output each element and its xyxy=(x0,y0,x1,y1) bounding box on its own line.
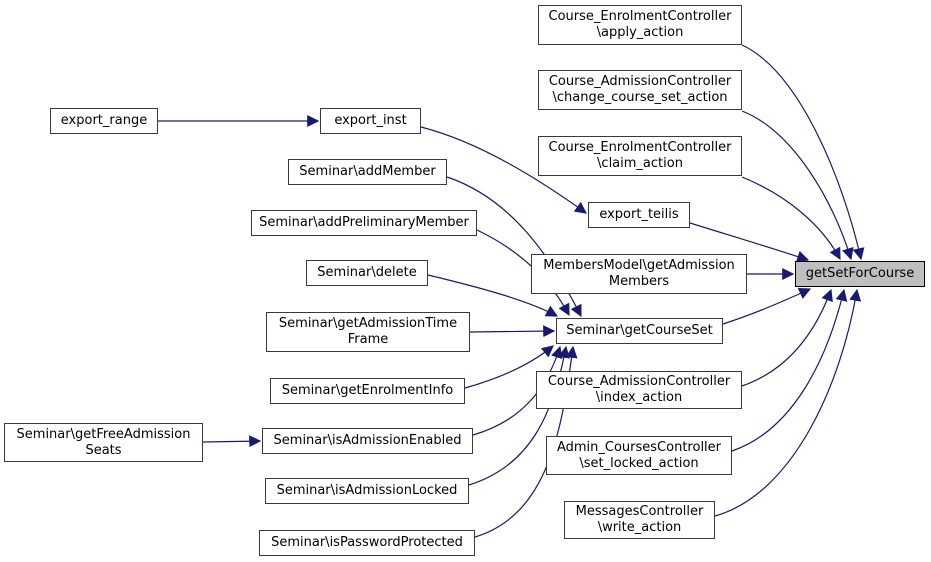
node-label: \write_action xyxy=(597,520,682,535)
edge-set-locked-action-to-get-set-for-course xyxy=(731,288,848,452)
node-seminar-is-password-protected[interactable]: Seminar\isPasswordProtected xyxy=(259,530,475,556)
node-label: Frame xyxy=(347,332,389,347)
node-label: MessagesController xyxy=(575,504,704,519)
node-label: Seminar\isAdmissionLocked xyxy=(276,483,458,498)
node-label: Seminar\getCourseSet xyxy=(566,323,713,338)
node-seminar-get-enrolment-info[interactable]: Seminar\getEnrolmentInfo xyxy=(270,378,465,404)
edge-add-member-to-get-course-set xyxy=(446,176,582,318)
node-course-admission-controller-change-course-set-action[interactable]: Course_AdmissionController \change_cours… xyxy=(538,70,742,110)
node-label: Seminar\addMember xyxy=(299,164,436,179)
edge-export-teilis-to-get-set-for-course xyxy=(689,222,810,263)
node-course-admission-controller-index-action[interactable]: Course_AdmissionController \index_action xyxy=(536,371,742,409)
edge-get-free-admission-seats-to-is-admission-enabled xyxy=(202,435,262,448)
node-label: Seminar\getEnrolmentInfo xyxy=(281,383,454,398)
node-export-inst[interactable]: export_inst xyxy=(320,108,421,134)
node-export-teilis[interactable]: export_teilis xyxy=(588,202,690,228)
node-label: Course_AdmissionController xyxy=(548,74,732,89)
node-get-set-for-course: getSetForCourse xyxy=(795,261,925,287)
node-label: Seminar\delete xyxy=(317,265,417,280)
node-messages-controller-write-action[interactable]: MessagesController \write_action xyxy=(564,501,715,539)
edge-get-enrolment-info-to-get-course-set xyxy=(464,345,554,389)
node-seminar-delete[interactable]: Seminar\delete xyxy=(306,260,428,286)
node-label: Seminar\addPreliminaryMember xyxy=(259,215,469,230)
node-label: Admin_CoursesController xyxy=(556,439,722,455)
node-label: Seats xyxy=(85,442,122,458)
node-label: export_inst xyxy=(334,113,407,128)
node-seminar-get-admission-time-frame[interactable]: Seminar\getAdmissionTime Frame xyxy=(266,312,470,352)
node-label: getSetForCourse xyxy=(805,266,915,281)
edge-get-course-set-to-get-set-for-course xyxy=(722,288,812,325)
edge-write-action-to-get-set-for-course xyxy=(714,288,862,517)
node-seminar-is-admission-locked[interactable]: Seminar\isAdmissionLocked xyxy=(265,478,469,504)
node-label: Seminar\getAdmissionTime xyxy=(278,316,458,331)
node-course-enrolment-controller-apply-action[interactable]: Course_EnrolmentController \apply_action xyxy=(538,5,742,45)
node-seminar-get-course-set[interactable]: Seminar\getCourseSet xyxy=(556,318,723,344)
edge-apply-action-to-get-set-for-course xyxy=(741,44,865,261)
node-label: Seminar\isAdmissionEnabled xyxy=(273,433,462,448)
node-members-model-get-admission-members[interactable]: MembersModel\getAdmission Members xyxy=(531,254,747,294)
node-label: \change_course_set_action xyxy=(552,90,728,105)
node-seminar-is-admission-enabled[interactable]: Seminar\isAdmissionEnabled xyxy=(262,428,473,454)
node-label: \apply_action xyxy=(596,25,684,40)
node-export-range[interactable]: export_range xyxy=(50,108,158,134)
node-seminar-add-member[interactable]: Seminar\addMember xyxy=(288,159,447,185)
node-label: \claim_action xyxy=(597,156,683,171)
node-seminar-add-preliminary-member[interactable]: Seminar\addPreliminaryMember xyxy=(251,210,477,236)
edge-is-admission-locked-to-get-course-set xyxy=(468,345,570,486)
node-label: Seminar\getFreeAdmission xyxy=(16,426,191,442)
edge-export-inst-to-export-teilis xyxy=(420,126,587,214)
edge-delete-to-get-course-set xyxy=(427,274,559,317)
node-label: export_range xyxy=(60,113,148,128)
node-label: MembersModel\getAdmission xyxy=(543,258,735,273)
node-label: \set_locked_action xyxy=(579,455,699,471)
node-admin-courses-controller-set-locked-action[interactable]: Admin_CoursesController \set_locked_acti… xyxy=(546,436,732,475)
node-label: export_teilis xyxy=(599,207,679,222)
node-label: Course_EnrolmentController xyxy=(548,140,732,155)
node-label: Members xyxy=(608,274,670,289)
node-label: Course_EnrolmentController xyxy=(548,9,732,24)
edge-get-admission-time-frame-to-get-course-set xyxy=(469,325,556,338)
edge-change-course-set-action-to-get-set-for-course xyxy=(741,110,854,261)
edge-claim-action-to-get-set-for-course xyxy=(741,176,841,261)
node-label: \index_action xyxy=(595,390,683,405)
node-course-enrolment-controller-claim-action[interactable]: Course_EnrolmentController \claim_action xyxy=(538,136,742,176)
node-label: Seminar\isPasswordProtected xyxy=(271,535,463,550)
node-seminar-get-free-admission-seats[interactable]: Seminar\getFreeAdmission Seats xyxy=(4,423,203,462)
edge-index-action-to-get-set-for-course xyxy=(741,288,833,387)
node-label: Course_AdmissionController xyxy=(547,374,731,389)
edge-is-admission-enabled-to-get-course-set xyxy=(472,345,563,436)
